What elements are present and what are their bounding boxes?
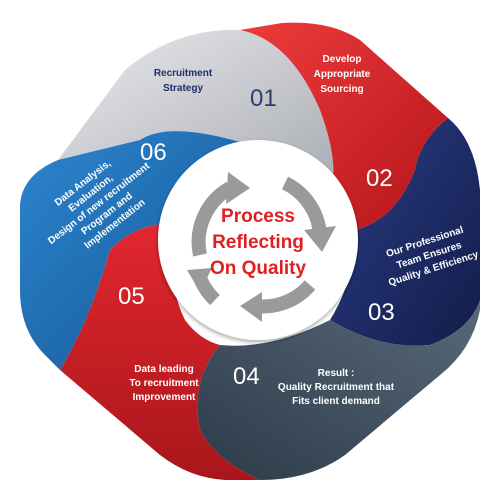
segment-04-shape bbox=[197, 300, 480, 480]
segment-03-shape bbox=[330, 118, 480, 346]
center-title-line-3: On Quality bbox=[210, 258, 307, 279]
segment-05-shape bbox=[60, 224, 260, 480]
segment-03-number: 03 bbox=[368, 299, 395, 326]
segment-01-shape bbox=[58, 29, 334, 191]
segment-06-number: 06 bbox=[140, 139, 167, 166]
arrow-heads bbox=[187, 172, 336, 322]
segment-01-line-1: Recruitment bbox=[154, 68, 213, 79]
segment-01-line-2: Strategy bbox=[163, 83, 203, 94]
segment-04-line-3: Fits client demand bbox=[292, 396, 380, 407]
segment-01-number: 01 bbox=[250, 85, 277, 112]
segment-05-line-1: Data leading bbox=[134, 364, 193, 375]
segment-02-shape bbox=[240, 22, 448, 230]
center-title-line-2: Reflecting bbox=[212, 232, 304, 253]
segment-02-line-2: Appropriate bbox=[314, 69, 371, 80]
segment-06-shape bbox=[20, 131, 250, 370]
segment-05-line-3: Improvement bbox=[133, 392, 196, 403]
segment-02-number: 02 bbox=[366, 165, 393, 192]
segment-02-line-1: Develop bbox=[323, 54, 362, 65]
segment-05-line-2: To recruitment bbox=[129, 378, 199, 389]
center-title-line-1: Process bbox=[221, 206, 295, 227]
segment-04-line-2: Quality Recruitment that bbox=[278, 382, 395, 393]
segment-04-line-1: Result : bbox=[318, 368, 355, 379]
segment-04-number: 04 bbox=[233, 363, 260, 390]
segment-05-number: 05 bbox=[118, 283, 145, 310]
segment-02-line-3: Sourcing bbox=[320, 84, 363, 95]
